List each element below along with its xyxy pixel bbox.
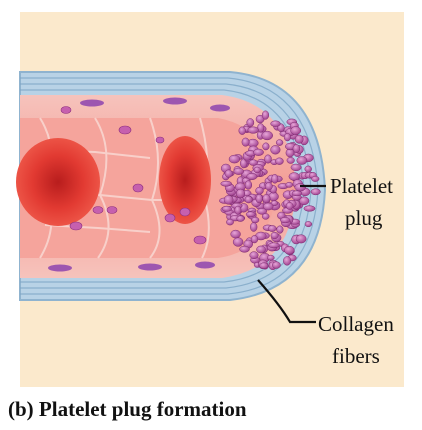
red-blood-cell	[159, 136, 211, 224]
platelet	[261, 110, 270, 120]
platelet	[285, 181, 293, 188]
wall-nuclei	[48, 97, 230, 272]
platelet	[272, 261, 281, 269]
platelet	[280, 217, 291, 224]
platelet	[291, 190, 303, 197]
platelet	[290, 163, 302, 172]
platelet	[285, 202, 294, 210]
free-platelets	[60, 106, 207, 245]
platelet	[255, 186, 264, 195]
platelet	[232, 237, 244, 247]
platelet	[292, 144, 301, 153]
platelet	[295, 234, 307, 244]
label-platelet-plug-line1: Platelet	[330, 174, 393, 198]
platelet	[246, 173, 258, 180]
platelet	[238, 126, 246, 135]
label-collagen-line1: Collagen	[318, 312, 394, 336]
platelet	[241, 137, 250, 147]
platelet	[236, 215, 245, 222]
platelet	[283, 256, 292, 266]
platelet	[298, 196, 310, 206]
figure-caption: (b) Platelet plug formation	[8, 397, 247, 421]
platelet	[250, 235, 259, 244]
platelet	[275, 157, 284, 165]
platelet	[264, 182, 273, 191]
platelet	[228, 154, 241, 164]
platelet	[233, 167, 244, 175]
platelet	[239, 245, 250, 253]
platelet	[264, 154, 272, 164]
platelet	[276, 225, 284, 234]
red-blood-cell	[16, 138, 100, 226]
platelet	[262, 202, 274, 211]
platelet	[249, 251, 259, 260]
platelet	[256, 245, 266, 254]
platelet	[262, 194, 271, 204]
platelet	[230, 229, 241, 239]
platelet	[294, 134, 304, 144]
platelet-plug	[219, 110, 321, 271]
platelet	[235, 188, 246, 199]
platelet	[261, 130, 273, 141]
platelet	[246, 118, 255, 127]
platelet	[288, 172, 300, 181]
platelet	[270, 231, 279, 240]
platelet	[284, 245, 295, 255]
collagen-leader	[257, 279, 316, 324]
red-blood-cells	[16, 136, 211, 226]
platelet	[261, 213, 270, 220]
platelet	[270, 145, 281, 155]
platelet	[256, 208, 268, 215]
platelet	[311, 175, 320, 182]
label-platelet-plug-line2: plug	[345, 206, 383, 230]
label-collagen-line2: fibers	[332, 344, 380, 368]
platelet	[304, 165, 312, 173]
platelet	[310, 188, 321, 196]
platelet	[248, 159, 258, 166]
platelet	[294, 183, 306, 192]
platelet	[259, 262, 269, 269]
platelet	[220, 180, 232, 187]
platelet	[244, 195, 253, 204]
platelet	[296, 156, 308, 165]
platelet	[270, 120, 281, 127]
platelet	[253, 148, 264, 156]
platelet	[253, 166, 261, 174]
platelet	[226, 218, 234, 226]
leader-lines	[257, 184, 326, 324]
platelet	[244, 180, 253, 190]
platelet	[286, 157, 295, 164]
platelet	[221, 205, 232, 212]
platelet	[267, 254, 275, 261]
platelet	[268, 242, 280, 249]
platelet	[247, 126, 259, 134]
platelet	[255, 193, 263, 204]
platelet	[250, 222, 258, 232]
platelet	[223, 195, 234, 205]
platelet	[245, 211, 256, 218]
platelet	[234, 205, 242, 215]
platelet	[262, 142, 270, 151]
platelet	[275, 139, 284, 146]
platelet	[267, 225, 277, 232]
platelet	[290, 126, 302, 135]
platelet	[283, 133, 291, 142]
platelet	[224, 169, 233, 178]
platelet	[303, 205, 316, 212]
platelet	[271, 174, 279, 184]
platelet	[304, 221, 313, 228]
platelet	[251, 216, 260, 224]
